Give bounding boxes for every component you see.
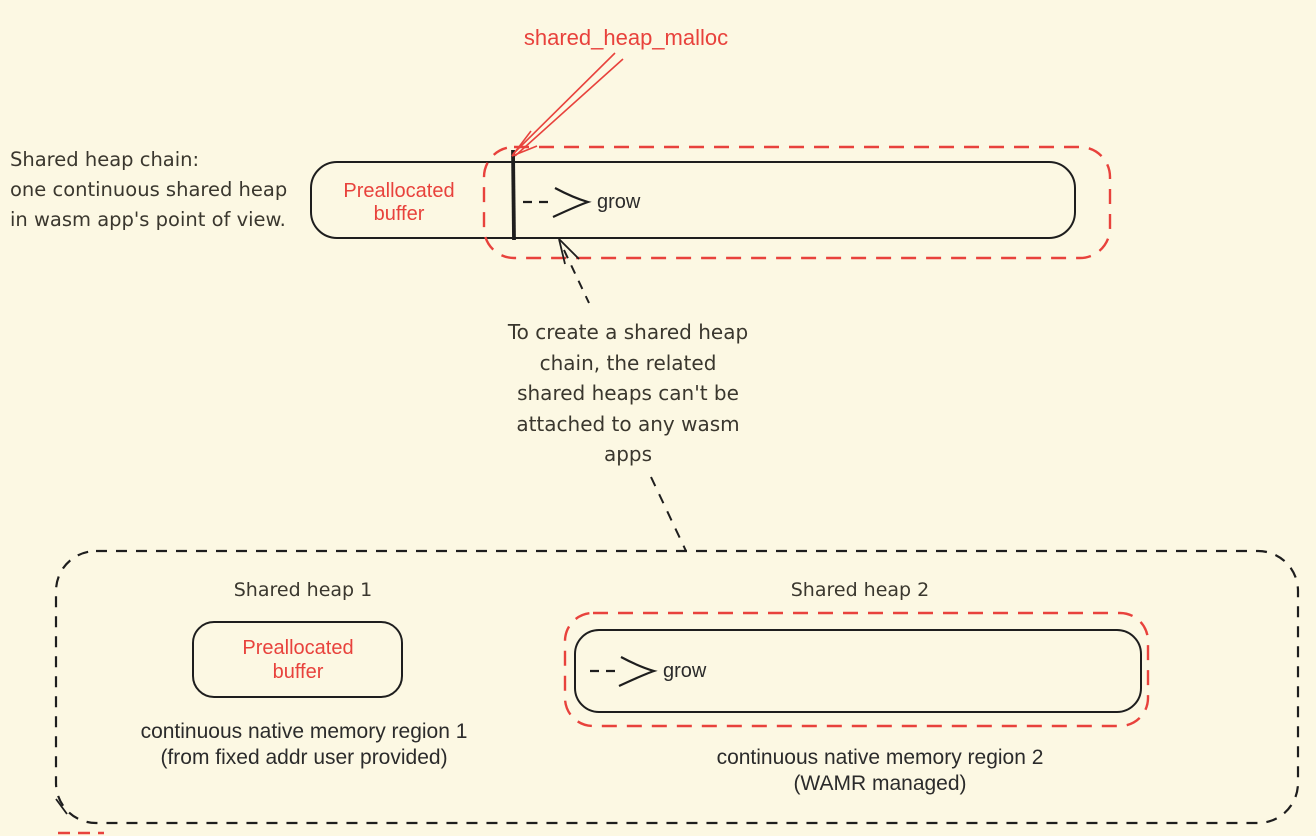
malloc-function-label: shared_heap_malloc [523, 25, 729, 50]
note-connector-arrow [558, 238, 687, 552]
memory-region-1-caption: continuous native memory region 1 (from … [141, 719, 468, 771]
sketch-overshoot-mark [55, 798, 68, 815]
grow-arrow-bottom-chevron [618, 656, 658, 687]
grow-arrow-bottom-icon [590, 656, 658, 687]
memory-region-2-caption-line: continuous native memory region 2 [716, 746, 1044, 769]
preallocated-buffer-label-line: buffer [272, 661, 324, 683]
malloc-arrowhead-barb-1 [511, 130, 532, 157]
memory-region-1-caption-line: continuous native memory region 1 [140, 720, 468, 743]
memory-region-2-caption: continuous native memory region 2 (WAMR … [717, 745, 1044, 797]
malloc-arrow [511, 52, 624, 157]
preallocated-buffer-label-bottom: Preallocated buffer [242, 636, 353, 684]
preallocated-buffer-label-line: Preallocated [242, 637, 354, 659]
memory-region-1-caption-line: (from fixed addr user provided) [160, 746, 448, 769]
create-chain-note: To create a shared heap chain, the relat… [508, 317, 748, 470]
shared-heap-1-title: Shared heap 1 [233, 579, 373, 601]
shared-heap-chain-note: Shared heap chain: one continuous shared… [10, 145, 287, 235]
grow-label-bottom: grow [663, 660, 707, 682]
shared-heap-2-dashed-box [563, 611, 1150, 728]
shared-heap-chain-box [310, 161, 1076, 239]
create-chain-note-line: attached to any wasm [516, 411, 740, 436]
create-chain-note-line: shared heaps can't be [517, 381, 739, 405]
grow-arrow-top-chevron [552, 187, 592, 218]
growable-region-dashed-box [482, 145, 1112, 260]
shared-heaps-group-dashed-box [54, 549, 1300, 825]
buffer-divider-line [511, 149, 516, 241]
shared-heap-1-box [192, 621, 403, 698]
note-connector-dashes-lower [650, 476, 687, 552]
preallocated-buffer-label-line: buffer [373, 203, 425, 225]
note-arrowhead-barb-1 [558, 238, 566, 265]
malloc-arrow-shaft-1 [512, 52, 616, 155]
shared-heap-2-title: Shared heap 2 [790, 579, 930, 601]
preallocated-buffer-label-top: Preallocated buffer [343, 180, 454, 226]
malloc-arrowhead-barb-2 [511, 145, 538, 157]
memory-region-2-caption-line: (WAMR managed) [793, 772, 967, 795]
malloc-arrow-shaft-2 [514, 58, 624, 157]
grow-label-top: grow [597, 191, 641, 213]
shared-heap-chain-note-line: in wasm app's point of view. [10, 208, 286, 231]
create-chain-note-line: To create a shared heap [507, 320, 749, 344]
note-arrowhead-barb-2 [558, 238, 580, 260]
shared-heap-chain-note-line: one continuous shared heap [10, 178, 288, 201]
shared-heap-2-box [574, 629, 1142, 713]
preallocated-buffer-label-line: Preallocated [343, 180, 455, 202]
create-chain-note-line: apps [603, 442, 653, 466]
create-chain-note-line: chain, the related [539, 350, 717, 375]
shared-heap-chain-note-line: Shared heap chain: [10, 148, 200, 171]
grow-arrow-top-icon [523, 187, 592, 218]
